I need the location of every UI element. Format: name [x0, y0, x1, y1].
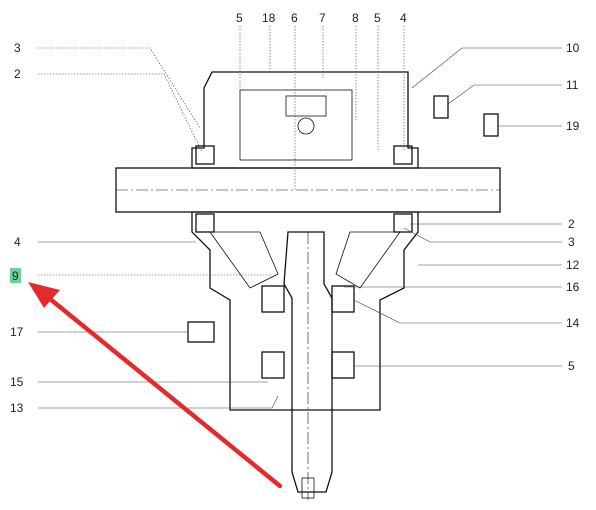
callouts-right: 10 11 19 2 3 12 16 14 5: [566, 41, 580, 373]
housing: [191, 71, 419, 411]
callout-highlight-box: [10, 268, 21, 283]
callout-right-3: 19: [566, 119, 580, 133]
side-fittings: [187, 95, 499, 343]
callout-left-3: 4: [14, 235, 21, 249]
leader-lines: [38, 26, 562, 409]
callout-right-1: 10: [566, 41, 580, 55]
callout-right-2: 11: [566, 78, 579, 92]
callout-right-4: 2: [568, 217, 575, 231]
callout-right-9: 5: [568, 359, 575, 373]
callout-right-6: 12: [566, 258, 580, 272]
callout-top-5: 8: [352, 11, 359, 25]
callout-top-3: 6: [291, 11, 298, 25]
callout-right-5: 3: [568, 235, 575, 249]
callout-top-1: 5: [236, 11, 243, 25]
callout-top-7: 4: [400, 11, 407, 25]
bearings: [195, 145, 413, 379]
callout-left-1: 3: [14, 41, 21, 55]
callouts-top: 5 18 6 7 8 5 4: [236, 11, 407, 25]
callout-right-8: 14: [566, 316, 580, 330]
vertical-shaft: [283, 231, 333, 500]
callout-left-5: 17: [10, 325, 24, 339]
callout-left-2: 2: [14, 67, 21, 81]
callout-left-7: 13: [10, 401, 24, 415]
callout-right-7: 16: [566, 280, 580, 294]
callout-top-4: 7: [319, 11, 326, 25]
red-pointer-arrow: [28, 282, 283, 489]
callout-left-highlighted: 9: [12, 269, 19, 283]
callout-top-6: 5: [374, 11, 381, 25]
callout-top-2: 18: [262, 11, 276, 25]
horizontal-shaft: [115, 167, 501, 213]
callout-left-6: 15: [10, 375, 24, 389]
callouts-left: 3 2 4 9 17 15 13: [10, 41, 24, 415]
